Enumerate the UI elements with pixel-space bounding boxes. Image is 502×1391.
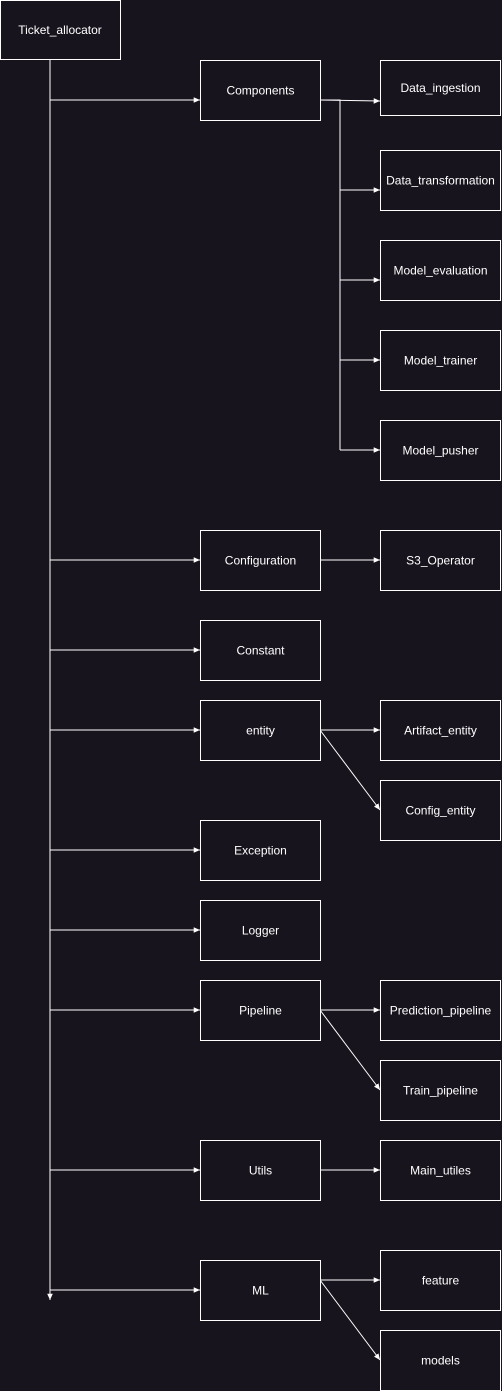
node-main-utiles[interactable]: Main_utiles <box>380 1140 501 1201</box>
node-pipeline[interactable]: Pipeline <box>200 980 321 1041</box>
node-label: entity <box>246 724 275 738</box>
node-artifact-entity[interactable]: Artifact_entity <box>380 700 501 761</box>
node-label: S3_Operator <box>406 554 475 568</box>
node-model-evaluation[interactable]: Model_evaluation <box>380 240 501 301</box>
node-label: Pipeline <box>239 1004 282 1018</box>
node-label: models <box>421 1354 460 1368</box>
node-label: Model_pusher <box>402 444 478 458</box>
node-label: Model_evaluation <box>393 264 487 278</box>
node-config-entity[interactable]: Config_entity <box>380 780 501 841</box>
node-label: Train_pipeline <box>403 1084 478 1098</box>
node-models[interactable]: models <box>380 1330 501 1391</box>
node-ticket-allocator[interactable]: Ticket_allocator <box>0 0 121 60</box>
node-label: Exception <box>234 844 287 858</box>
node-feature[interactable]: feature <box>380 1250 501 1311</box>
node-label: Components <box>226 84 294 98</box>
node-label: Constant <box>236 644 285 658</box>
node-exception[interactable]: Exception <box>200 820 321 881</box>
node-prediction-pipeline[interactable]: Prediction_pipeline <box>380 980 501 1041</box>
node-components[interactable]: Components <box>200 60 321 121</box>
node-label: Data_ingestion <box>400 81 480 95</box>
edge-entity-config-entity <box>319 729 381 811</box>
node-data-transformation[interactable]: Data_transformation <box>380 150 501 211</box>
node-logger[interactable]: Logger <box>200 900 321 961</box>
node-model-trainer[interactable]: Model_trainer <box>380 330 501 391</box>
node-ml[interactable]: ML <box>200 1260 321 1321</box>
node-constant[interactable]: Constant <box>200 620 321 681</box>
node-entity[interactable]: entity <box>200 700 321 761</box>
components-branch-line <box>320 99 341 450</box>
node-label: ML <box>252 1284 269 1298</box>
node-label: Config_entity <box>405 804 475 818</box>
node-label: Configuration <box>225 554 296 568</box>
node-utils[interactable]: Utils <box>200 1140 321 1201</box>
node-train-pipeline[interactable]: Train_pipeline <box>380 1060 501 1121</box>
edge-pipeline-train-pipeline <box>319 1009 381 1091</box>
node-configuration[interactable]: Configuration <box>200 530 321 591</box>
node-label: Utils <box>249 1164 272 1178</box>
node-label: Logger <box>242 924 279 938</box>
node-label: Prediction_pipeline <box>390 1004 492 1018</box>
edges <box>47 60 381 1361</box>
node-label: Ticket_allocator <box>18 23 102 37</box>
node-s3-operator[interactable]: S3_Operator <box>380 530 501 591</box>
node-data-ingestion[interactable]: Data_ingestion <box>380 60 501 116</box>
node-label: Model_trainer <box>404 354 477 368</box>
node-label: Data_transformation <box>386 174 495 188</box>
node-label: feature <box>422 1274 460 1288</box>
node-model-pusher[interactable]: Model_pusher <box>380 420 501 481</box>
edge-ml-models <box>319 1279 381 1361</box>
node-label: Artifact_entity <box>404 724 477 738</box>
node-label: Main_utiles <box>410 1164 471 1178</box>
